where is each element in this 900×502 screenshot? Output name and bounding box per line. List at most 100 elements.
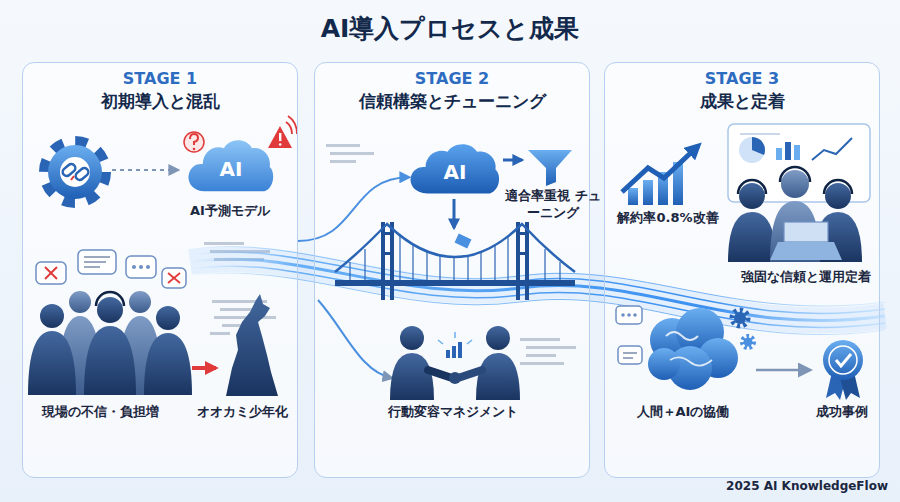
speech-bubbles-part xyxy=(146,265,150,269)
bridge-illustration-part xyxy=(516,252,529,255)
support-team-part xyxy=(781,170,809,198)
dashboard-screen-part xyxy=(794,145,800,160)
cloud-text: AI xyxy=(444,152,467,184)
success-medal-part xyxy=(829,346,857,374)
code-snippet-lines-part xyxy=(204,242,244,245)
caption-text: 適合率重視 チューニング xyxy=(505,188,601,222)
growth-chart xyxy=(622,146,698,205)
brain-illustration-part xyxy=(648,348,680,380)
red-arrow xyxy=(192,366,216,370)
flow-wave-part xyxy=(190,266,885,327)
speech-bubbles-part xyxy=(78,250,116,274)
handshake-illustration-part xyxy=(476,353,520,400)
brain-illustration-part xyxy=(670,357,712,365)
support-team-part xyxy=(784,222,828,242)
caption-text: 現場の不信・負担増 xyxy=(42,404,159,421)
label-slot: 解約率0.8%改善 xyxy=(617,210,718,227)
code-snippet-lines-part xyxy=(330,152,374,155)
gear-icon-part xyxy=(45,142,105,202)
speech-bubbles-part xyxy=(126,256,156,278)
frustrated-staff-part xyxy=(156,306,180,330)
growth-chart-part xyxy=(643,180,653,205)
gear-icon-part xyxy=(71,176,74,180)
warning-icon-part xyxy=(288,116,297,134)
wolf-silhouette xyxy=(226,294,278,396)
gear-icon-part xyxy=(48,145,102,199)
handshake-illustration-part xyxy=(428,370,452,378)
label-slot: 強固な信頼と運用定着 xyxy=(741,269,871,286)
speech-bubbles-part xyxy=(84,256,110,258)
question-bubble-part xyxy=(190,134,198,145)
question-bubble-part xyxy=(184,132,204,152)
growth-chart-part xyxy=(622,146,698,192)
panel-grounds-part xyxy=(604,62,880,478)
growth-chart-part xyxy=(628,188,638,205)
bridge-illustration-part xyxy=(335,280,575,286)
diagram-title: AI導入プロセスと成果 xyxy=(321,12,580,45)
bridge-illustration-part-part xyxy=(467,256,468,280)
code-snippet-lines-part xyxy=(210,332,230,335)
question-bubble-part xyxy=(193,148,196,151)
frustrated-staff-part xyxy=(28,331,76,395)
footer-credit: 2025 AI KnowledgeFlow xyxy=(726,479,888,495)
down-arrow xyxy=(453,199,456,228)
caption-text: 人間＋AIの協働 xyxy=(637,404,730,421)
code-snippet-lines-part xyxy=(526,354,556,357)
speech-bubbles-part xyxy=(45,267,57,279)
brain-illustration-part xyxy=(742,336,754,348)
handshake-illustration-part xyxy=(390,353,434,400)
frustrated-staff-part xyxy=(97,297,123,323)
speech-bubbles xyxy=(36,250,186,288)
dashboard-screen-part xyxy=(739,137,765,163)
support-team-part xyxy=(824,180,852,194)
stage-title: 成果と定着 xyxy=(700,90,785,113)
brain-illustration-part xyxy=(666,332,698,340)
dotted-arrow xyxy=(112,169,178,171)
label-slot: AI予測モデル xyxy=(190,203,270,220)
bridge-illustration-part-part xyxy=(544,249,545,280)
bridge-illustration-part-part xyxy=(494,245,495,280)
support-team-part xyxy=(825,183,851,209)
speech-bubbles-part xyxy=(132,265,136,269)
flow-arrow xyxy=(318,300,392,378)
success-medal-part xyxy=(836,354,851,366)
stage-title: 初期導入と混乱 xyxy=(101,90,220,113)
support-team-part xyxy=(728,212,776,262)
brain-illustration xyxy=(616,306,754,390)
warning-icon-part xyxy=(279,133,281,141)
handshake-illustration xyxy=(390,326,520,400)
bridge-illustration-part-part xyxy=(364,249,365,280)
speech-bubbles-part xyxy=(84,261,106,263)
label-slot: 成功事例 xyxy=(816,404,868,421)
bridge-illustration-part-part xyxy=(507,236,508,280)
handshake-illustration-part xyxy=(452,346,456,358)
bridge-illustration-part-part xyxy=(559,262,560,280)
speech-bubbles-part xyxy=(162,268,186,288)
label-slot: 現場の不信・負担増 xyxy=(42,404,159,421)
bridge-illustration-part-part xyxy=(349,262,350,280)
dashboard-screen-part xyxy=(812,138,852,160)
dashboard-screen-part xyxy=(752,137,765,155)
speech-bubbles-part xyxy=(168,273,180,283)
gear-icon-part xyxy=(74,166,90,181)
handshake-illustration-part xyxy=(467,340,472,344)
question-bubble xyxy=(184,132,204,152)
brain-illustration-part xyxy=(633,313,637,317)
speech-bubbles-part xyxy=(36,262,66,284)
panel-grounds xyxy=(22,62,880,478)
handshake-illustration-part xyxy=(454,332,456,338)
cloud-text: AI xyxy=(220,149,243,181)
bridge-illustration-part-part xyxy=(412,245,413,280)
dashboard-screen-part xyxy=(776,148,782,160)
handshake-illustration-part xyxy=(458,342,462,358)
warning-icon-part xyxy=(279,143,282,146)
frustrated-staff xyxy=(28,291,192,395)
bridge-illustration-part-part xyxy=(399,236,400,280)
label-slot: オオカミ少年化 xyxy=(197,404,288,421)
speech-bubbles-part xyxy=(45,267,57,279)
support-team xyxy=(728,167,862,262)
stage-title: 信頼構築とチューニング xyxy=(359,90,546,113)
stage-number: STAGE 2 xyxy=(415,69,489,88)
code-snippet-lines-part xyxy=(526,346,576,349)
support-team-part xyxy=(738,180,766,194)
